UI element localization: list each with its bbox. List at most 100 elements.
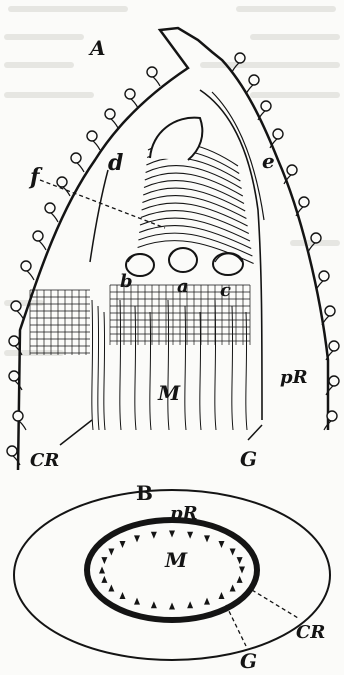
tubercle-knob	[45, 203, 55, 213]
ring-tooth	[237, 557, 243, 564]
ring-tooth	[239, 567, 245, 574]
ring-tooth	[218, 541, 224, 548]
striation-line	[144, 181, 244, 204]
tubercle-knob	[125, 89, 135, 99]
striation-line	[142, 203, 248, 226]
leader-b-CR	[252, 590, 298, 618]
ring-tooth	[101, 557, 107, 564]
fibre-line	[120, 300, 121, 430]
inner-wall-left	[90, 170, 108, 262]
fibre-line	[168, 300, 169, 430]
body-a	[169, 248, 197, 272]
tubercle-knob	[11, 301, 21, 311]
papilla-striations	[138, 143, 254, 263]
fibre-line	[185, 306, 186, 430]
striation-line	[146, 158, 240, 181]
ring-tooth	[230, 585, 236, 592]
tubercle-knob	[329, 376, 339, 386]
ring-tooth	[101, 576, 107, 583]
ring-tooth	[187, 601, 193, 608]
ring-tooth	[230, 549, 236, 556]
fibre-line	[104, 312, 105, 430]
tubercle-knob	[235, 53, 245, 63]
tubercle-knob	[319, 271, 329, 281]
tubercle-knob	[311, 233, 321, 243]
tubercle-knob	[71, 153, 81, 163]
ring-tooth	[134, 535, 140, 542]
tubercle-knob	[9, 336, 19, 346]
label-pR: pR	[280, 367, 308, 388]
ring-tooth	[218, 592, 224, 599]
fibre-line	[98, 306, 99, 430]
label-b-pR: pR	[170, 503, 198, 524]
ring-tooth	[169, 531, 175, 538]
striation-line	[140, 218, 250, 241]
tubercle-knob	[9, 371, 19, 381]
tubercle-knob	[57, 177, 67, 187]
ring-tooth	[120, 592, 126, 599]
label-b: b	[120, 271, 133, 292]
label-c: c	[220, 280, 231, 301]
striation-line	[145, 173, 243, 196]
ring-tooth	[169, 603, 175, 610]
tubercle-knob	[261, 101, 271, 111]
tubercle-knob	[33, 231, 43, 241]
leader-G	[248, 425, 262, 440]
tubercle-knob	[87, 131, 97, 141]
tubercle-knob	[299, 197, 309, 207]
ring-tooth	[108, 549, 114, 556]
fibre-line	[135, 306, 136, 430]
striation-line	[141, 211, 249, 234]
fibre-line	[232, 306, 233, 430]
ring-tooth	[120, 541, 126, 548]
fibre-line	[150, 312, 151, 430]
label-CR: CR	[30, 450, 59, 471]
label-f: f	[28, 164, 43, 190]
panel-b-label: B	[136, 481, 153, 505]
fibre-line	[92, 300, 93, 430]
striation-line	[143, 188, 245, 211]
striation-line	[138, 233, 252, 256]
striation-line	[139, 226, 251, 249]
tubercle-knob	[147, 67, 157, 77]
leader-f	[40, 180, 165, 228]
fibre-lines	[92, 300, 247, 430]
label-b-M: M	[164, 548, 188, 572]
ring-tooth	[187, 532, 193, 539]
label-e: e	[262, 149, 275, 173]
label-G: G	[240, 447, 257, 471]
cell-mesh-left	[30, 290, 90, 355]
tubercle-knob	[105, 109, 115, 119]
tubercle-knob	[273, 129, 283, 139]
ring-tooth	[151, 601, 157, 608]
ring-tooth	[151, 532, 157, 539]
label-b-G: G	[240, 649, 257, 673]
panel-a-label: A	[88, 36, 106, 60]
ring-tooth	[204, 535, 210, 542]
tubercle-knob	[13, 411, 23, 421]
label-b-CR: CR	[296, 622, 325, 643]
tubercle-knob	[7, 446, 17, 456]
fibre-line	[215, 300, 216, 430]
leader-b-G	[226, 605, 246, 646]
tubercle-knob	[329, 341, 339, 351]
label-d: d	[108, 150, 123, 176]
ring-tooth	[237, 576, 243, 583]
panel-b: B pR M CR G	[14, 481, 330, 673]
fibre-line	[246, 312, 247, 430]
body-c	[213, 253, 243, 275]
ring-tooth	[99, 567, 105, 574]
ring-tooth	[134, 598, 140, 605]
papilla-apex	[150, 118, 202, 160]
striation-line	[146, 166, 242, 189]
tubercle-knob	[325, 306, 335, 316]
ring-tooth	[108, 585, 114, 592]
ring-tooth	[204, 598, 210, 605]
fibre-line	[200, 312, 201, 430]
striation-line	[142, 196, 246, 219]
tubercle-knob	[287, 165, 297, 175]
leader-CR	[60, 420, 92, 445]
tubercle-knob	[21, 261, 31, 271]
